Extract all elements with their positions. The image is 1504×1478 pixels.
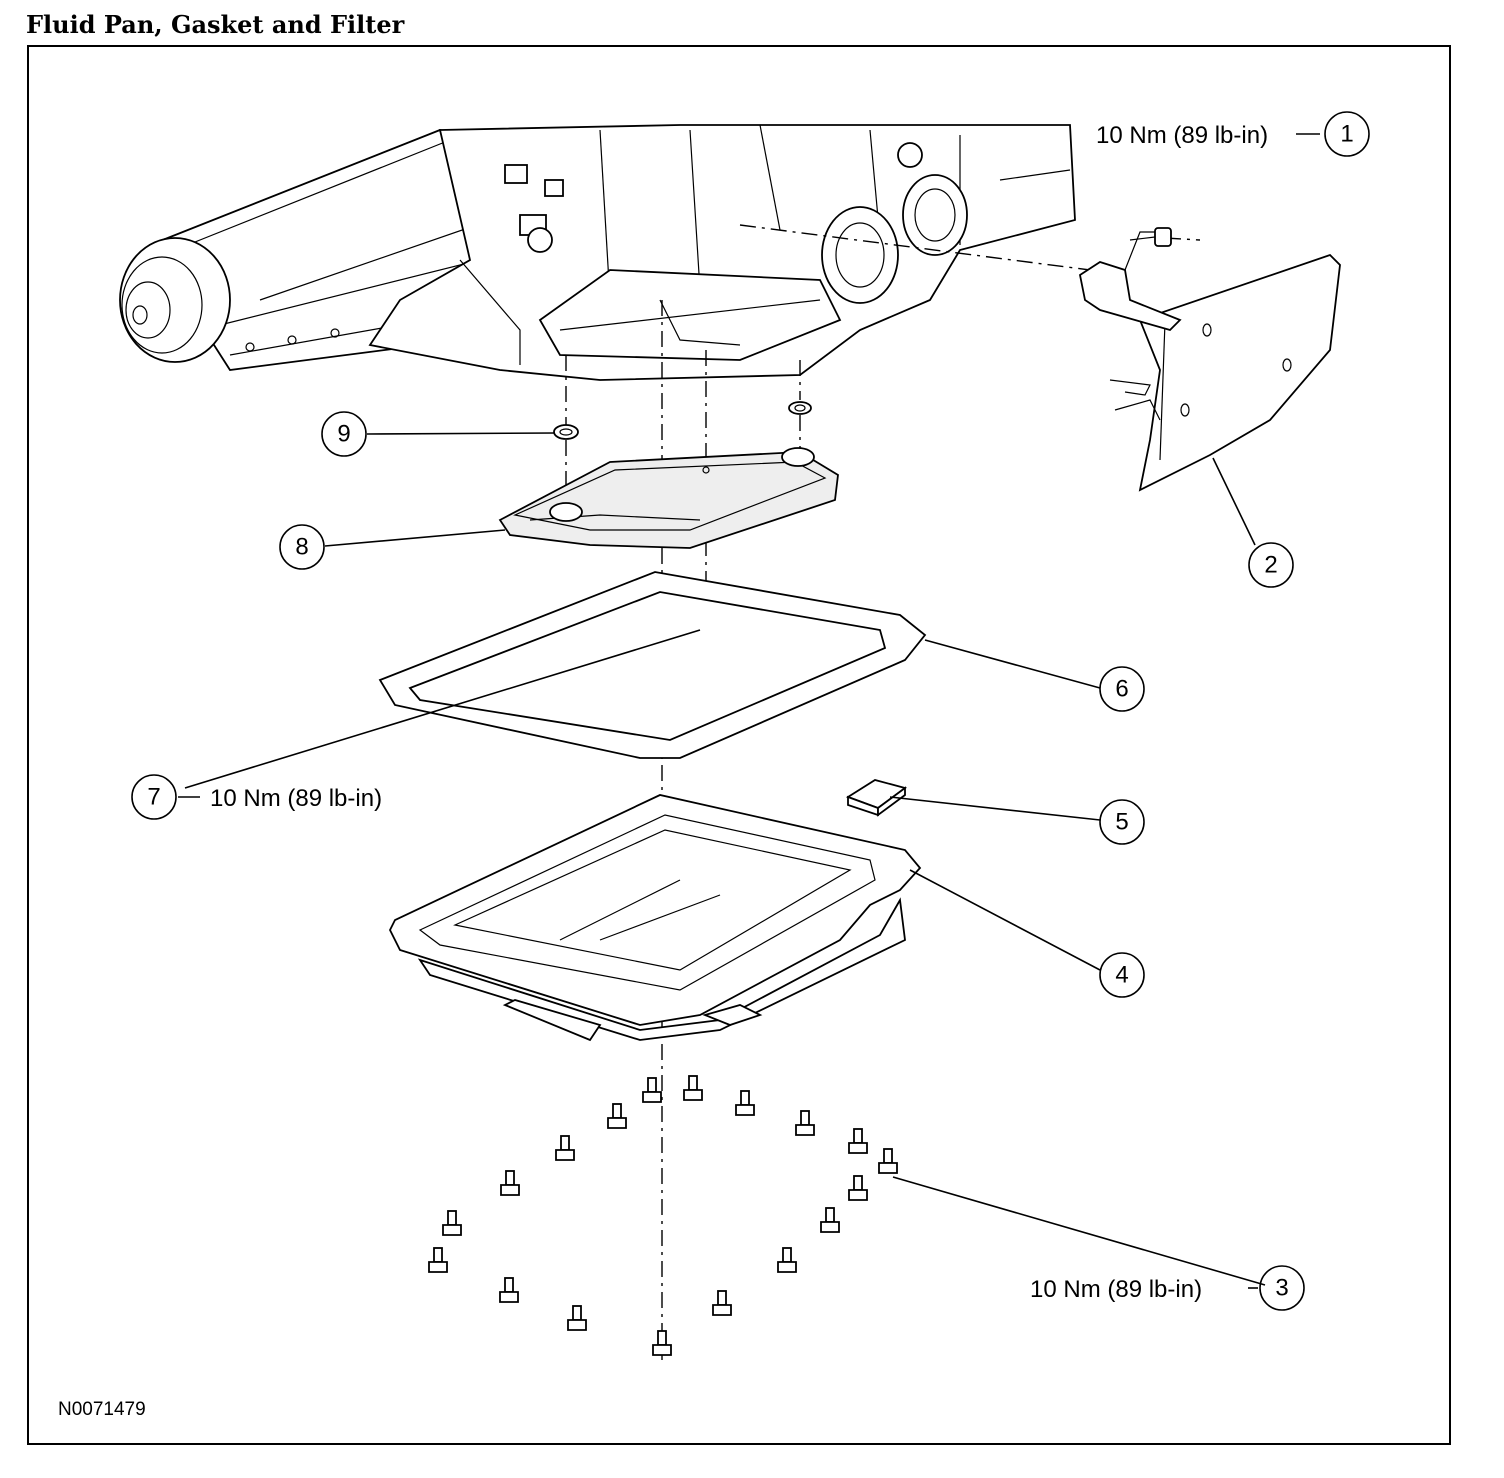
callout-6: 6 [1099, 666, 1145, 712]
fluid-filter [498, 447, 839, 549]
pan-bolt [442, 1210, 462, 1236]
figure-code: N0071479 [58, 1399, 146, 1420]
callout-7-number: 7 [147, 784, 160, 811]
pan-bolts [428, 1075, 898, 1356]
pan-bolt [820, 1207, 840, 1233]
callout-8: 8 [279, 524, 325, 570]
callout-3-number: 3 [1275, 1275, 1288, 1302]
callout-1-torque: 10 Nm (89 lb-in) [1096, 122, 1268, 149]
pan-bolt [607, 1103, 627, 1129]
pan-bolt [555, 1135, 575, 1161]
callout-9-number: 9 [337, 421, 350, 448]
callout-6-number: 6 [1115, 676, 1128, 703]
pan-bolt [735, 1090, 755, 1116]
callout-5: 5 [1099, 799, 1145, 845]
bracket-bolt [1129, 227, 1172, 247]
transmission-shield [1078, 231, 1341, 492]
pan-bolt [795, 1110, 815, 1136]
pan-gasket [378, 571, 927, 759]
pan-bolt [848, 1175, 868, 1201]
pan-bolt [428, 1247, 448, 1273]
callout-3: 3 10 Nm (89 lb-in) [1030, 1265, 1305, 1311]
alignment-line-bracket [739, 224, 1091, 271]
callout-4: 4 [1099, 952, 1145, 998]
pan-bolt [878, 1148, 898, 1174]
pan-bolt [712, 1290, 732, 1316]
leader-lines [178, 133, 1320, 1289]
callout-4-number: 4 [1115, 962, 1128, 989]
callout-8-number: 8 [295, 534, 308, 561]
callout-1: 1 10 Nm (89 lb-in) [1096, 111, 1370, 157]
callout-7: 7 10 Nm (89 lb-in) [131, 774, 382, 820]
diagram-title: Fluid Pan, Gasket and Filter [26, 10, 405, 39]
pan-bolt [777, 1247, 797, 1273]
pan-bolt [652, 1330, 672, 1356]
diagram-frame [27, 45, 1451, 1445]
callout-9: 9 [321, 411, 367, 457]
callout-2-number: 2 [1264, 552, 1277, 579]
pan-bolt [567, 1305, 587, 1331]
pan-bolt [848, 1128, 868, 1154]
pan-bolt [499, 1277, 519, 1303]
pan-bolt [500, 1170, 520, 1196]
callout-2: 2 [1248, 542, 1294, 588]
callout-5-number: 5 [1115, 809, 1128, 836]
pan-bolt [683, 1075, 703, 1101]
pan-magnet [845, 779, 908, 817]
filter-seals [553, 401, 812, 440]
pan-bolt [642, 1077, 662, 1103]
callout-7-torque: 10 Nm (89 lb-in) [210, 785, 382, 812]
callout-1-number: 1 [1340, 121, 1353, 148]
callout-3-torque: 10 Nm (89 lb-in) [1030, 1276, 1202, 1303]
fluid-pan [388, 794, 922, 1042]
transmission-assembly [119, 124, 1076, 381]
